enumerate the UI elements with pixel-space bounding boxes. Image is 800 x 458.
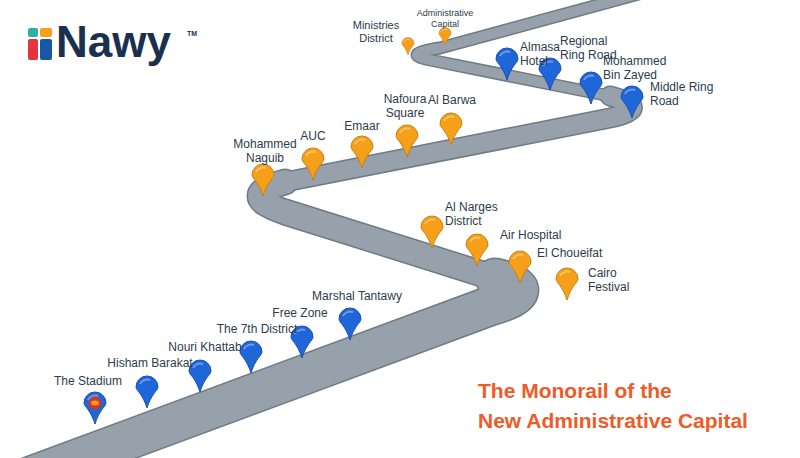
station-pin [351, 136, 373, 168]
stadium-emblem [89, 397, 102, 410]
station-pin [421, 216, 443, 248]
pin-body [556, 268, 578, 300]
trademark-mark: TM [187, 30, 197, 37]
pin-body [351, 136, 373, 168]
road-surface [20, 278, 519, 458]
pin-body [421, 216, 443, 248]
pin-shine [306, 151, 316, 156]
station-name: Free Zone [272, 306, 327, 320]
station-pin [136, 376, 158, 408]
pin-body [509, 251, 531, 283]
pin-shine [425, 219, 435, 224]
station-name: Hisham Barakat [107, 356, 192, 370]
pin-shine [140, 379, 150, 384]
station-name: Nafoura Square [373, 92, 437, 120]
pin-body [402, 37, 414, 55]
pin-shine [355, 139, 365, 144]
station-name: Regional Ring Road [560, 34, 634, 62]
station-name: Ministries District [344, 19, 408, 45]
pin-body [84, 392, 106, 424]
station-name: The 7th District [217, 322, 298, 336]
station-pin [396, 125, 418, 157]
station-pin [240, 341, 262, 373]
road-edge [20, 278, 519, 458]
pin-body [396, 125, 418, 157]
pin-shine [584, 75, 594, 80]
pin-shine [193, 363, 203, 368]
logo-tile [40, 28, 52, 37]
pin-body [580, 72, 602, 104]
pin-shine [625, 89, 635, 94]
station-name: Al Barwa [428, 93, 476, 107]
station-name: Cairo Festival [588, 266, 648, 294]
pin-shine [244, 344, 254, 349]
pin-shine [256, 167, 266, 172]
pin-body [440, 113, 462, 145]
logo-icon [28, 28, 52, 60]
pin-body [136, 376, 158, 408]
pin-shine [560, 271, 570, 276]
diagram-title: The Monorail of the New Administrative C… [478, 376, 748, 436]
station-pin [509, 251, 531, 283]
pin-shine [470, 237, 480, 242]
pin-body [439, 27, 451, 45]
station-name: Al Narges District [445, 200, 523, 228]
road [20, 0, 690, 458]
station-name: Mohammed Naguib [225, 137, 305, 165]
station-name: AUC [300, 129, 325, 143]
station-pin [339, 308, 361, 340]
station-pin [302, 148, 324, 180]
road-surface [260, 182, 495, 278]
pin-body [240, 341, 262, 373]
logo-tile [40, 39, 52, 60]
pin-body [496, 48, 518, 80]
pins [84, 27, 643, 424]
station-pin [252, 164, 274, 196]
pin-shine [444, 116, 454, 121]
pin-body [466, 234, 488, 266]
pin-shine [404, 39, 410, 41]
station-name: Emaar [344, 119, 379, 133]
station-name: Administrative Capital [402, 8, 488, 30]
station-pin [580, 72, 602, 104]
station-name: Air Hospital [500, 228, 561, 242]
station-name: The Stadium [54, 374, 122, 388]
brand-name: Nawy [56, 20, 171, 64]
station-pin [84, 392, 106, 424]
station-pin [621, 86, 643, 118]
station-pin [439, 27, 451, 45]
pin-shine [343, 311, 353, 316]
stadium-emblem [91, 401, 99, 406]
pin-shine [500, 51, 510, 56]
station-name: Almasa Hotel [520, 40, 572, 68]
pin-shine [441, 29, 447, 31]
road-edge [285, 96, 633, 182]
pin-body [339, 308, 361, 340]
station-name: Marshal Tantawy [312, 289, 402, 303]
road-edge [260, 182, 495, 278]
station-pin [466, 234, 488, 266]
logo-tile [28, 39, 38, 60]
station-pin [440, 113, 462, 145]
pin-shine [400, 128, 410, 133]
pin-shine [513, 254, 523, 259]
station-pin [496, 48, 518, 80]
road-surface [285, 96, 633, 182]
station-pin [556, 268, 578, 300]
station-name: Nouri Khattab [168, 340, 241, 354]
pin-body [302, 148, 324, 180]
station-name: El Choueifat [537, 246, 602, 260]
pin-body [252, 164, 274, 196]
station-pin [402, 37, 414, 55]
logo-tile [28, 28, 38, 37]
station-name: Middle Ring Road [650, 80, 722, 108]
pin-body [621, 86, 643, 118]
